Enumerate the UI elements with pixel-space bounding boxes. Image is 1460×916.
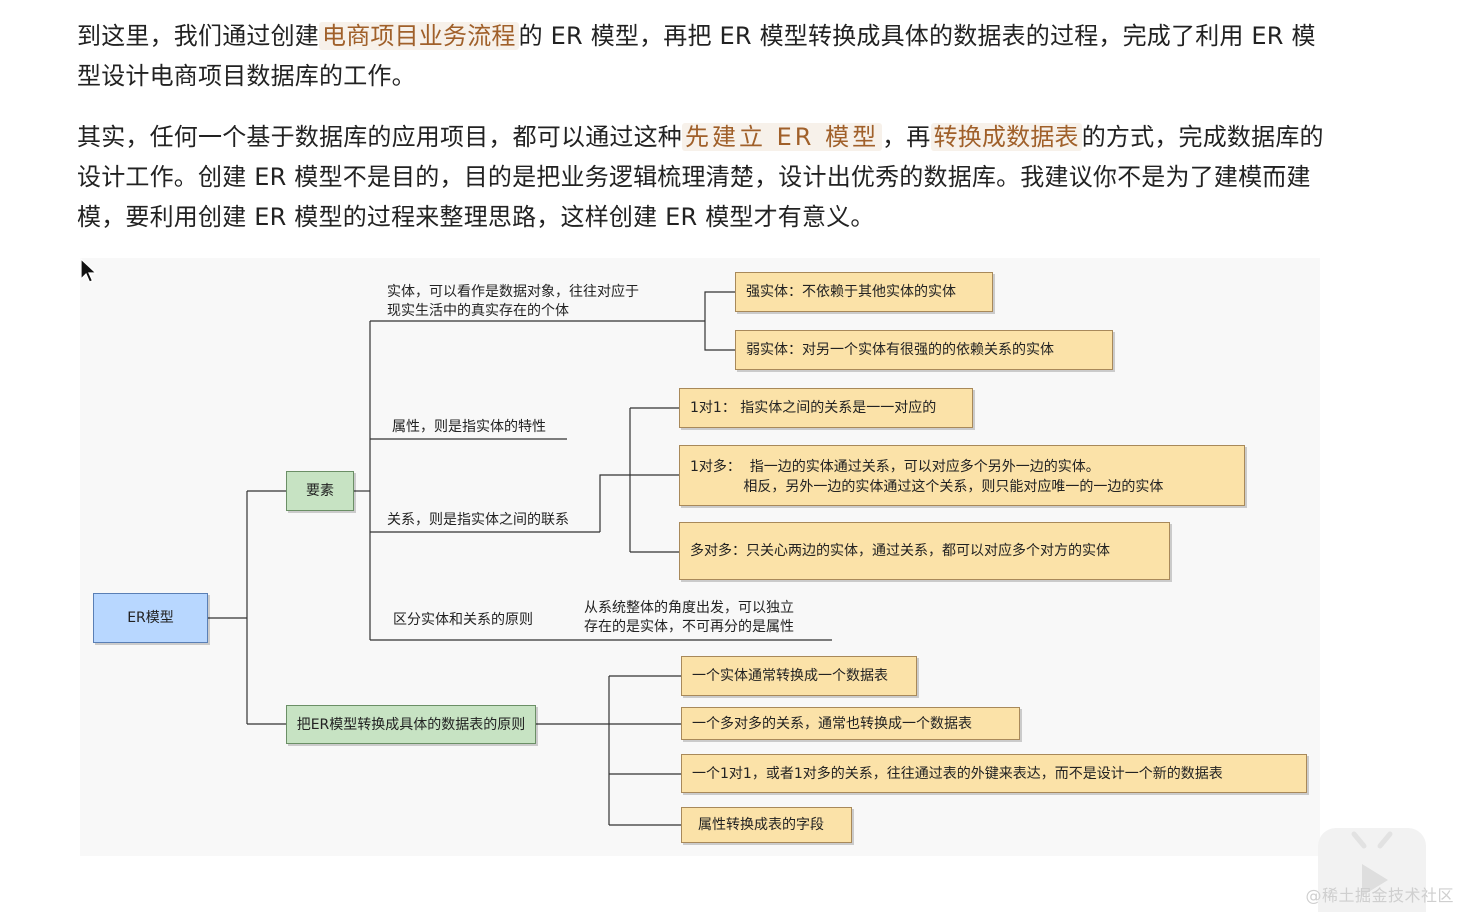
p2-highlight-2: 转换成数据表 xyxy=(930,123,1082,151)
label-principle-text: 从系统整体的角度出发，可以独立 存在的是实体，不可再分的是属性 xyxy=(584,600,794,635)
play-icon xyxy=(1351,831,1393,896)
er-mindmap-diagram: ER模型 要素 把ER模型转换成具体的数据表的原则 实体，可以看作是数据对象，往… xyxy=(80,258,1320,856)
p1-highlight: 电商项目业务流程 xyxy=(319,22,519,50)
node-rule-4: 属性转换成表的字段 xyxy=(681,807,852,843)
p2-text-a: 其实，任何一个基于数据库的应用项目，都可以通过这种 xyxy=(77,123,682,151)
intro-paragraph-1: 到这里，我们通过创建电商项目业务流程的 ER 模型，再把 ER 模型转换成具体的… xyxy=(77,16,1327,96)
intro-paragraph-2: 其实，任何一个基于数据库的应用项目，都可以通过这种先建立 ER 模型，再转换成数… xyxy=(77,117,1327,237)
label-principle: 区分实体和关系的原则 xyxy=(393,612,533,628)
p1-text-a: 到这里，我们通过创建 xyxy=(77,22,319,50)
node-rule-3: 一个1对1，或者1对多的关系，往往通过表的外键来表达，而不是设计一个新的数据表 xyxy=(681,754,1307,793)
label-entity: 实体，可以看作是数据对象，往往对应于 现实生活中的真实存在的个体 xyxy=(387,284,639,319)
node-one-to-one: 1对1： 指实体之间的关系是一一对应的 xyxy=(679,388,973,428)
node-rule-2: 一个多对多的关系，通常也转换成一个数据表 xyxy=(681,707,1020,740)
p1-text-b: 的 ER 模型，再把 ER 模型转换成具体的数据表的过程，完成了利用 ER 模型… xyxy=(77,22,1316,90)
label-attribute: 属性，则是指实体的特性 xyxy=(392,419,546,435)
node-er-model: ER模型 xyxy=(93,593,208,643)
p2-highlight-1: 先建立 ER 模型 xyxy=(682,123,883,151)
label-relation: 关系，则是指实体之间的联系 xyxy=(387,512,569,528)
node-strong-entity: 强实体：不依赖于其他实体的实体 xyxy=(735,272,993,312)
p2-text-c: 的方式，完成数据库的设计工作。创建 ER 模型不是目的，目的是把业务逻辑梳理清楚… xyxy=(77,123,1324,231)
node-rule-1: 一个实体通常转换成一个数据表 xyxy=(681,656,917,696)
node-convert-principles: 把ER模型转换成具体的数据表的原则 xyxy=(286,705,536,744)
node-weak-entity: 弱实体：对另一个实体有很强的的依赖关系的实体 xyxy=(735,330,1113,370)
video-badge xyxy=(1318,828,1426,912)
line-weak-entity xyxy=(704,321,735,351)
p2-text-b: ，再 xyxy=(882,123,931,151)
node-elements: 要素 xyxy=(286,471,354,511)
cursor-arrow-icon xyxy=(80,258,98,283)
node-one-to-many: 1对多： 指一边的实体通过关系，可以对应多个另外一边的实体。 相反，另外一边的实… xyxy=(679,445,1245,506)
line-relation-connect xyxy=(599,474,630,532)
watermark-text: @稀土掘金技术社区 xyxy=(1305,886,1454,905)
node-many-to-many: 多对多：只关心两边的实体，通过关系，都可以对应多个对方的实体 xyxy=(679,522,1170,580)
connector-lines xyxy=(208,291,832,826)
line-strong-entity xyxy=(704,291,735,321)
